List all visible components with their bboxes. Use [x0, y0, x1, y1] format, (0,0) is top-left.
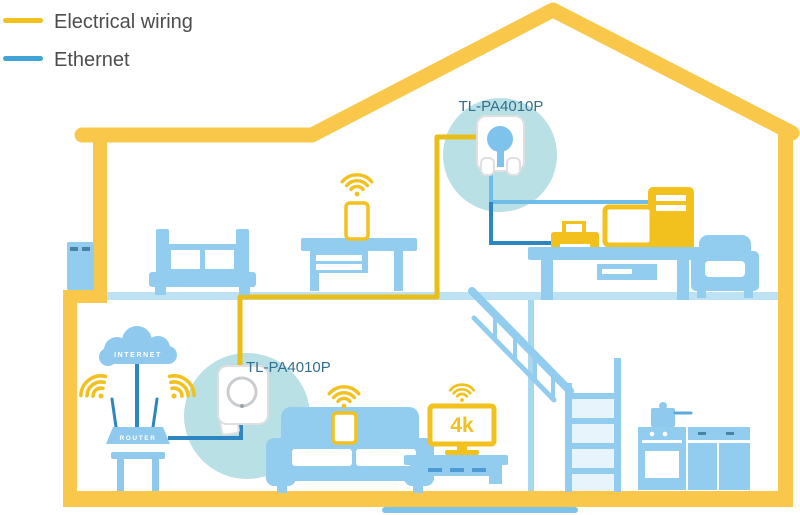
ground-line — [382, 507, 578, 513]
tv-4k-label: 4k — [450, 414, 474, 437]
stairwell-wall — [528, 300, 534, 492]
legend-swatch-ethernet — [3, 56, 43, 61]
roof — [74, 2, 800, 143]
router-table — [111, 452, 165, 491]
upstairs-desk — [301, 238, 417, 291]
adapter-label-downstairs: TL-PA4010P — [246, 359, 331, 376]
wifi-icon-tv — [448, 383, 476, 404]
left-wall-lower — [63, 290, 77, 507]
right-wall — [778, 126, 793, 507]
wifi-icon-router-left — [74, 368, 117, 410]
pc-tower — [648, 187, 694, 251]
tv-stand — [404, 455, 508, 484]
router-label: ROUTER — [119, 435, 156, 442]
internet-cloud: INTERNET — [99, 326, 177, 366]
adapter-label-upstairs: TL-PA4010P — [459, 98, 544, 115]
stove — [638, 427, 686, 490]
house-structure — [63, 2, 800, 513]
wifi-icon-sofa-tablet — [327, 385, 361, 411]
ethernet-router-to-adapter — [168, 420, 243, 440]
stairs — [468, 287, 621, 492]
tablet-on-sofa — [331, 411, 358, 445]
bottom-floor — [63, 491, 793, 507]
kitchen-counter — [688, 427, 750, 490]
legend-label-electrical-wiring: Electrical wiring — [54, 11, 193, 33]
legend: Electrical wiring Ethernet — [3, 11, 193, 71]
tv-4k: 4k — [427, 403, 497, 455]
legend-swatch-electrical-wiring — [3, 18, 43, 23]
printer — [551, 221, 599, 250]
left-wall-upper — [93, 137, 107, 297]
wifi-icon-upstairs-phone — [340, 173, 374, 199]
monitor — [602, 204, 655, 254]
cooking-pot — [651, 402, 693, 427]
bed — [149, 229, 256, 295]
second-floor-line — [107, 292, 781, 300]
router-antenna-right — [151, 397, 159, 429]
powerline-adapter-downstairs: TL-PA4010P — [217, 359, 331, 436]
smartphone-on-desk — [344, 201, 370, 241]
computer-desk — [528, 247, 702, 300]
internet-label: INTERNET — [114, 352, 162, 359]
legend-label-ethernet: Ethernet — [54, 49, 130, 71]
ethernet-adapter-to-printer — [489, 202, 555, 245]
router-antenna-left — [110, 397, 118, 429]
router: ROUTER — [106, 397, 170, 491]
powerline-adapter-upstairs: TL-PA4010P — [459, 98, 544, 176]
kitchen — [638, 402, 750, 490]
electrical-wiring-path — [237, 134, 477, 380]
armchair — [691, 235, 759, 298]
electric-meter — [67, 242, 94, 290]
